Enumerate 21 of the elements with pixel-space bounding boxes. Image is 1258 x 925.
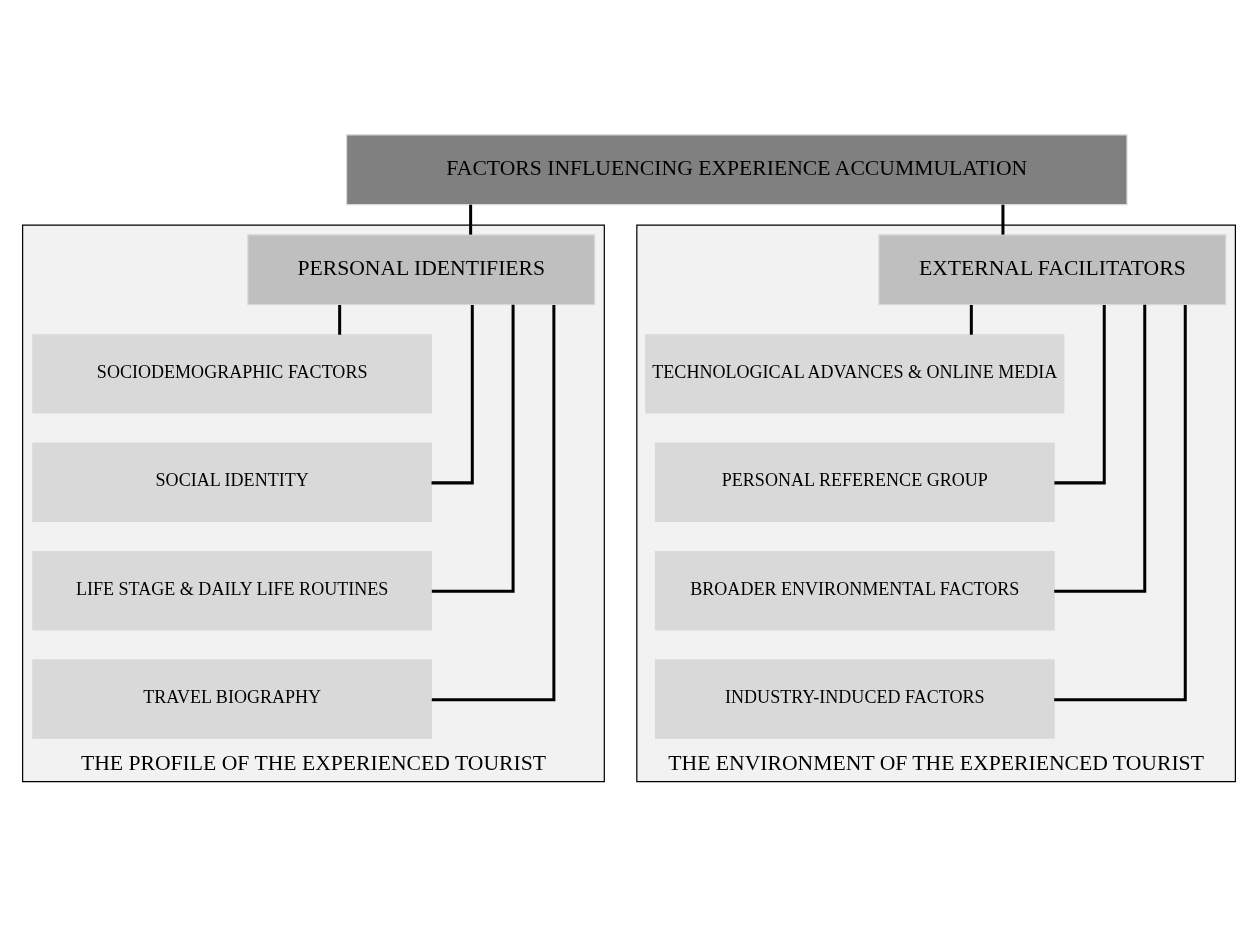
connector (1054, 304, 1147, 593)
connector (431, 304, 556, 701)
node-box: TRAVEL BIOGRAPHY (32, 658, 433, 739)
node-box: SOCIAL IDENTITY (32, 442, 433, 522)
connector (469, 204, 473, 235)
node-box: PERSONAL REFERENCE GROUP (654, 442, 1055, 522)
node-box: INDUSTRY-INDUCED FACTORS (654, 658, 1055, 739)
node-box: PERSONAL IDENTIFIERS (247, 233, 596, 305)
connector (969, 304, 973, 335)
connector (1054, 304, 1106, 484)
node-box: SOCIODEMOGRAPHIC FACTORS (32, 333, 433, 414)
connector (431, 304, 515, 593)
node-box: LIFE STAGE & DAILY LIFE ROUTINES (32, 550, 433, 630)
node-box: EXTERNAL FACILITATORS (878, 233, 1227, 305)
connector (1054, 304, 1187, 701)
connector (1001, 204, 1005, 235)
node-box: TECHNOLOGICAL ADVANCES & ONLINE MEDIA (645, 333, 1065, 414)
node-box: BROADER ENVIRONMENTAL FACTORS (654, 550, 1055, 630)
node-box: FACTORS INFLUENCING EXPERIENCE ACCUMMULATION (345, 133, 1128, 205)
connector (431, 304, 474, 484)
connector (338, 304, 342, 335)
